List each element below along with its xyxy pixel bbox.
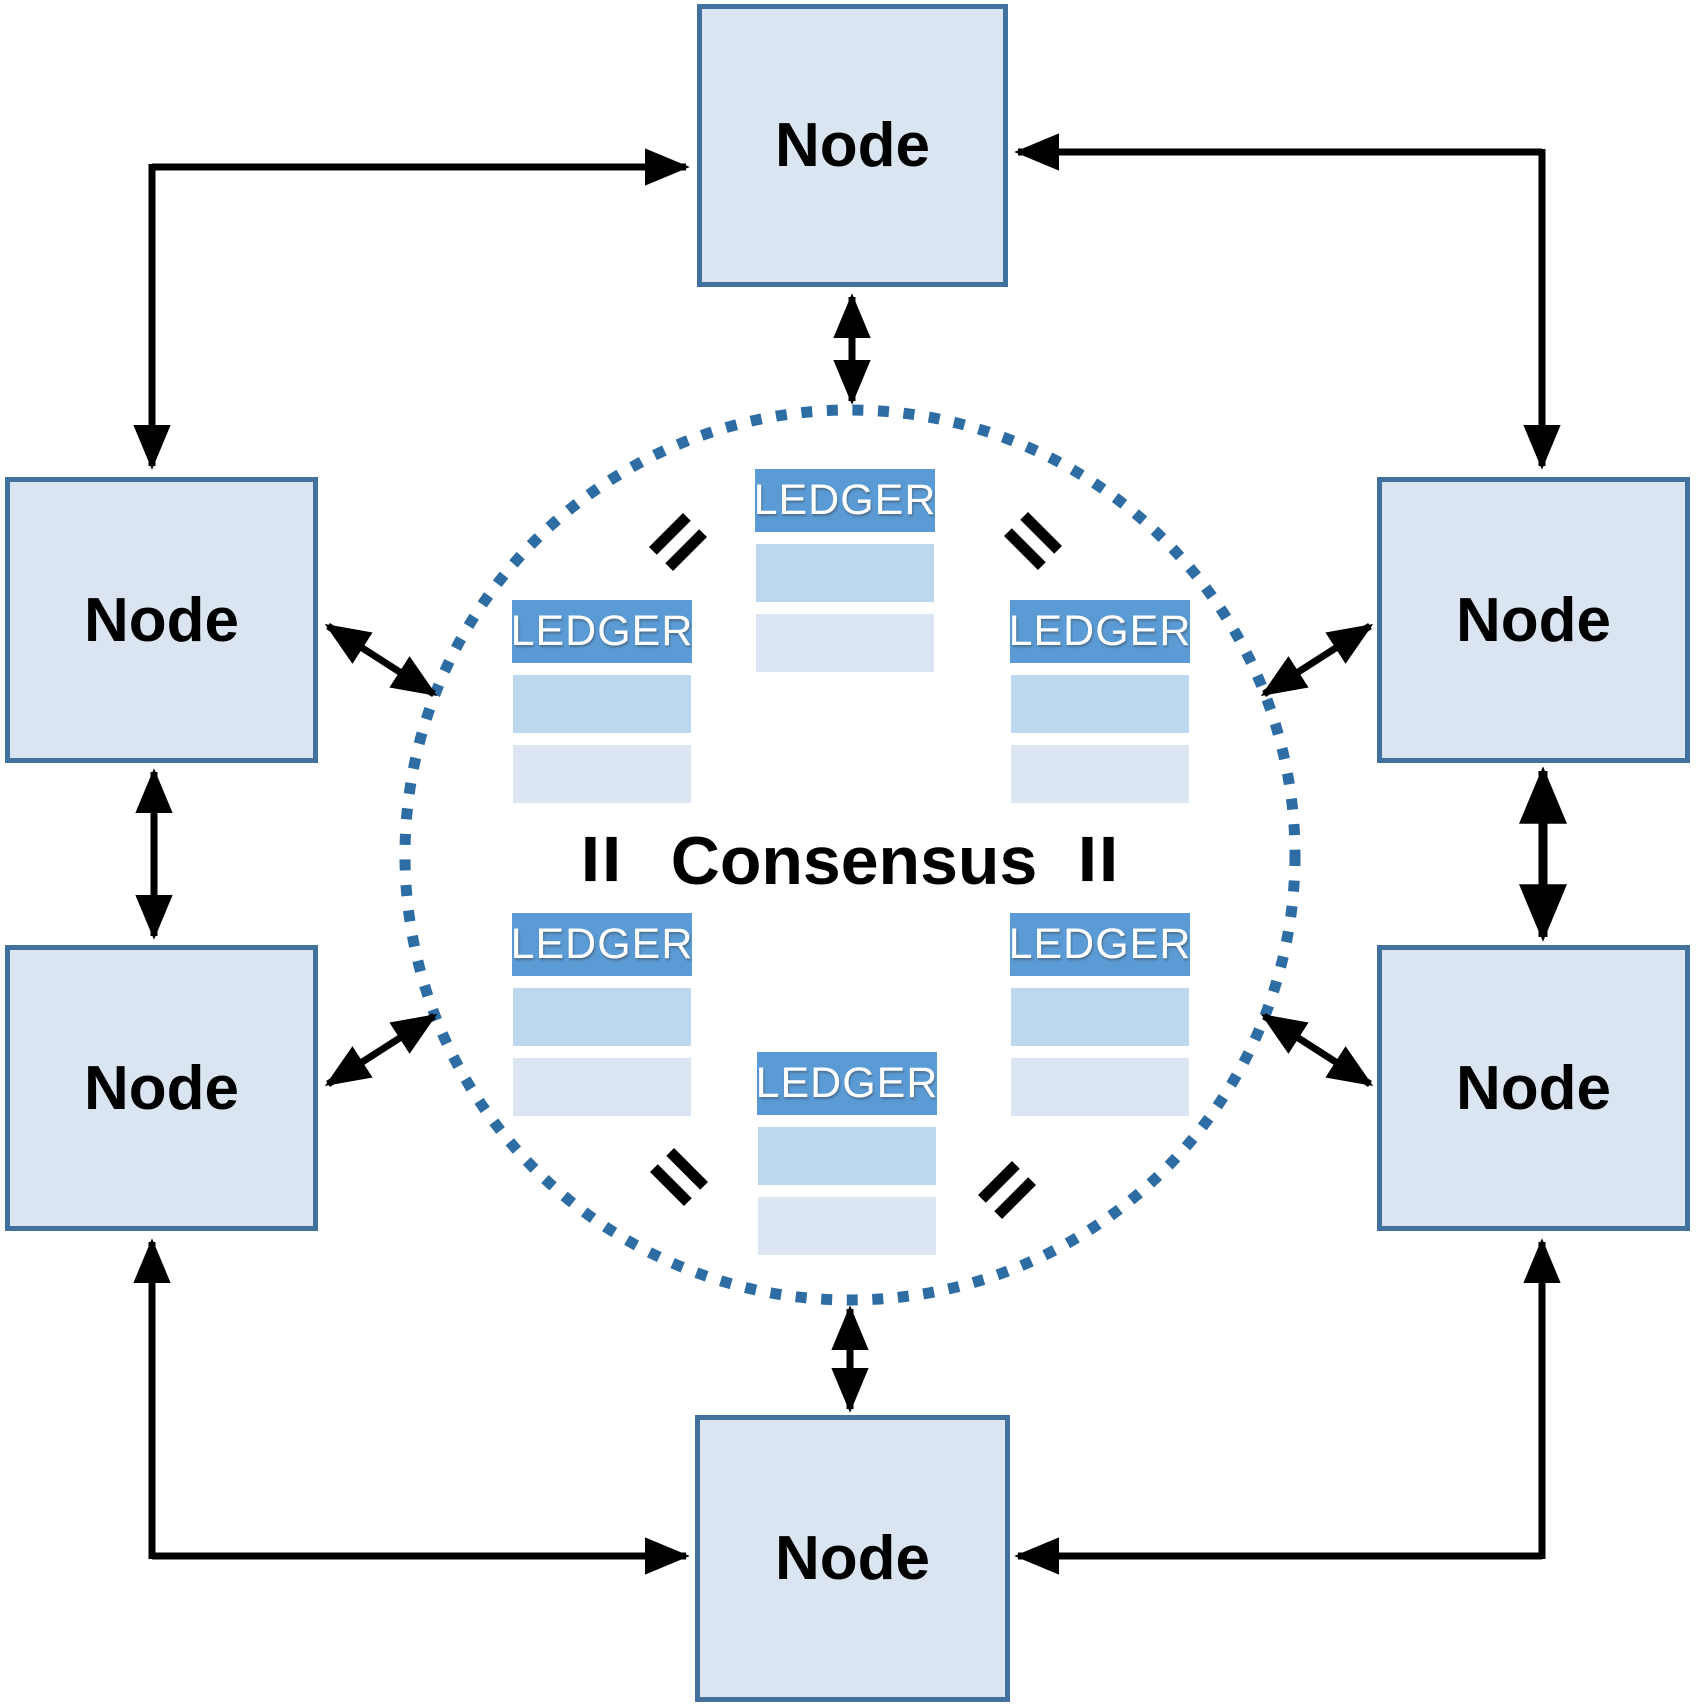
consensus-label: Consensus [670,823,1038,899]
arrow-upperleft-node-circle [324,623,438,697]
ledger-row [1011,988,1189,1046]
ledger-header: LEDGER [755,1052,939,1115]
ledger-row [513,745,691,803]
ledger-label: LEDGER [753,476,937,524]
ledger-block-top-center: LEDGER [753,469,937,672]
ledger-row [513,988,691,1046]
ledger-row [758,1127,936,1185]
node-box-upper-left: Node [5,477,318,763]
node-box-lower-right: Node [1377,945,1690,1231]
ledger-header: LEDGER [510,600,694,663]
equals-icon [1082,836,1114,882]
ledger-header: LEDGER [1008,600,1192,663]
arrow-lowerleft-node-circle [324,1013,438,1087]
node-label: Node [775,111,930,180]
ledger-row [758,1197,936,1255]
node-box-bottom: Node [695,1415,1010,1702]
arrow-lowerright-node-circle [1260,1013,1374,1087]
ledger-header: LEDGER [1008,913,1192,976]
ledger-label: LEDGER [510,920,694,968]
equals-bar [1082,836,1093,882]
node-label: Node [775,1524,930,1593]
ledger-header: LEDGER [510,913,694,976]
ledger-label: LEDGER [510,607,694,655]
ledger-label: LEDGER [1008,920,1192,968]
node-label: Node [1456,585,1611,655]
ledger-label: LEDGER [1008,607,1192,655]
consensus-circle [399,404,1301,1306]
node-box-top: Node [697,4,1008,287]
equals-bar [606,836,617,882]
ledger-header: LEDGER [753,469,937,532]
equals-bar [585,836,596,882]
ledger-row [1011,745,1189,803]
ledger-row [756,614,934,672]
equals-bar [1103,836,1114,882]
ledger-block-bottom-center: LEDGER [755,1052,939,1255]
ledger-block-upper-right: LEDGER [1008,600,1192,803]
equals-icon [585,836,617,882]
ledger-row [1011,675,1189,733]
ledger-row [756,544,934,602]
ledger-row [1011,1058,1189,1116]
node-box-upper-right: Node [1377,477,1690,763]
node-label: Node [84,585,239,655]
ledger-row [513,1058,691,1116]
ledger-block-upper-left: LEDGER [510,600,694,803]
node-label: Node [84,1053,239,1123]
ledger-label: LEDGER [755,1059,939,1107]
ledger-block-lower-left: LEDGER [510,913,694,1116]
arrow-upperright-node-circle [1260,623,1374,697]
node-label: Node [1456,1053,1611,1123]
ledger-row [513,675,691,733]
node-box-lower-left: Node [5,945,318,1231]
ledger-block-lower-right: LEDGER [1008,913,1192,1116]
